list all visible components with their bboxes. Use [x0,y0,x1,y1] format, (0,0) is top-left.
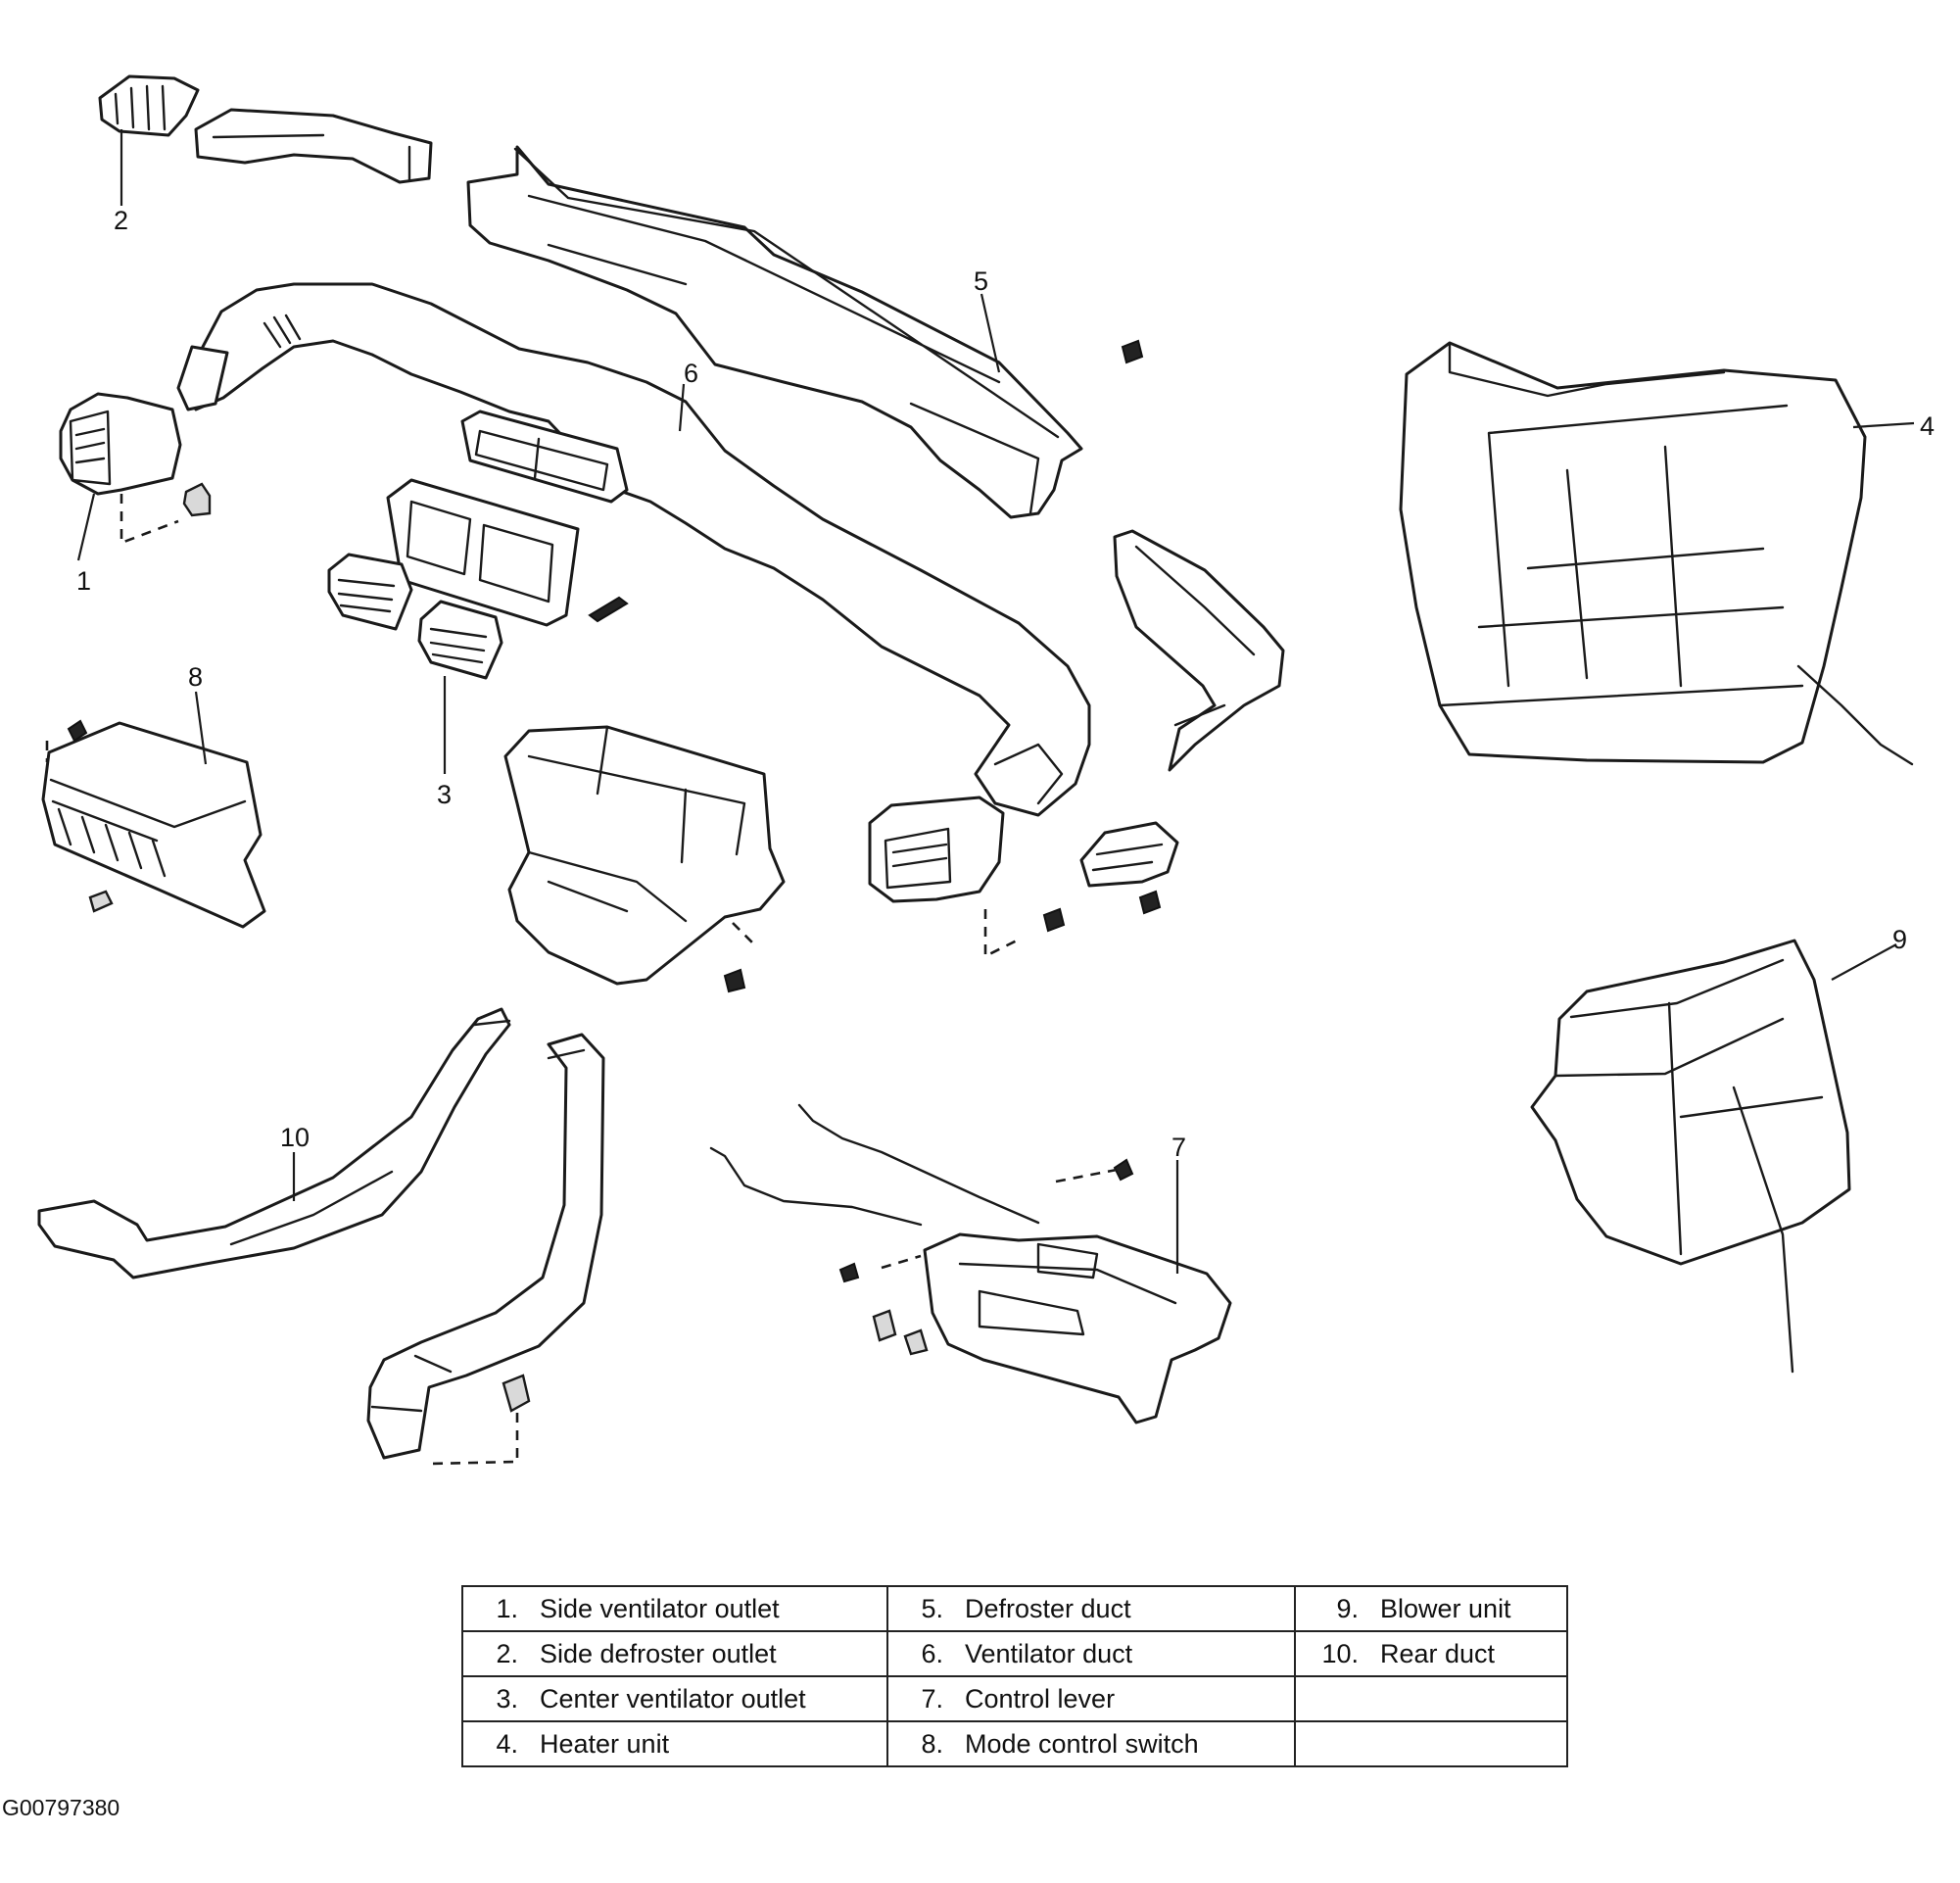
legend-cell [1294,1720,1568,1767]
side-ventilator-outlet [59,392,212,545]
legend-row: 2.Side defroster outlet 6.Ventilator duc… [461,1630,1568,1677]
rear-duct [37,1007,605,1466]
air-distribution-case [503,725,786,993]
legend-row: 4.Heater unit 8.Mode control switch [461,1720,1568,1767]
heater-unit [1399,341,1914,766]
callout-1: 1 [76,566,91,596]
legend-cell: 3.Center ventilator outlet [461,1675,888,1722]
callout-leaders [76,129,1915,1274]
callout-10: 10 [280,1123,310,1152]
ventilator-duct [176,282,1091,817]
parts-legend: 1.Side ventilator outlet 5.Defroster duc… [461,1585,1568,1767]
legend-cell: 9.Blower unit [1294,1585,1568,1632]
callout-3: 3 [437,780,452,809]
mode-control-switch [41,719,266,929]
callout-9: 9 [1892,925,1907,954]
legend-cell: 10.Rear duct [1294,1630,1568,1677]
right-vent-outlet-and-duct [868,339,1285,959]
legend-cell: 8.Mode control switch [886,1720,1296,1767]
callout-numbers: 1 2 3 4 5 6 7 8 9 10 [76,206,1935,1162]
legend-cell: 7.Control lever [886,1675,1296,1722]
callout-6: 6 [684,359,698,388]
callout-4: 4 [1920,411,1935,441]
legend-cell: 1.Side ventilator outlet [461,1585,888,1632]
legend-cell: 2.Side defroster outlet [461,1630,888,1677]
legend-cell: 5.Defroster duct [886,1585,1296,1632]
blower-unit [1530,939,1851,1374]
figure-id: G00797380 [2,1795,120,1820]
callout-5: 5 [974,266,988,296]
legend-cell: 4.Heater unit [461,1720,888,1767]
legend-row: 1.Side ventilator outlet 5.Defroster duc… [461,1585,1568,1632]
callout-2: 2 [114,206,128,235]
callout-8: 8 [188,662,203,692]
center-ventilator-outlet [327,478,629,680]
legend-row: 3.Center ventilator outlet 7.Control lev… [461,1675,1568,1722]
legend-cell [1294,1675,1568,1722]
defroster-duct [466,145,1083,519]
legend-cell: 6.Ventilator duct [886,1630,1296,1677]
side-defroster-outlet [98,74,433,184]
callout-7: 7 [1171,1133,1186,1162]
control-lever [709,1103,1232,1424]
